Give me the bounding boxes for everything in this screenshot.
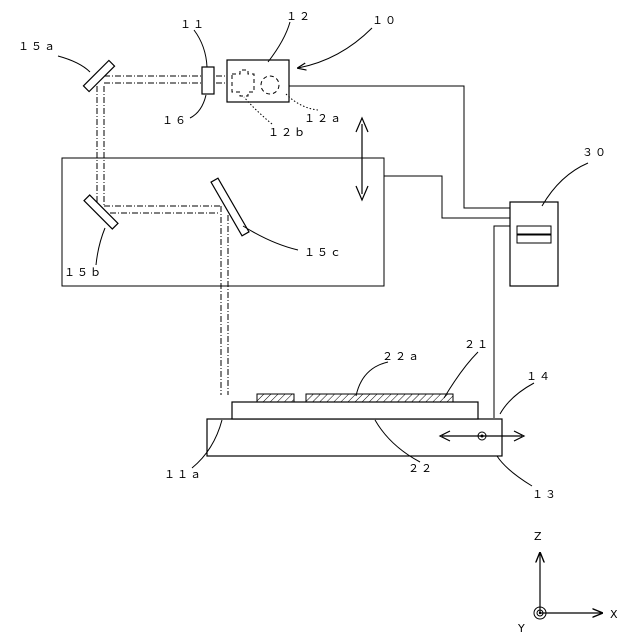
z-movement-arrow (356, 118, 368, 200)
label-12a: １２ａ (304, 112, 343, 125)
label-14: １４ (526, 370, 552, 383)
stage-base-13 (207, 419, 502, 456)
label-16: １６ (162, 114, 188, 127)
label-22: ２２ (408, 462, 434, 475)
label-15c: １５ｃ (304, 246, 343, 259)
mirror-15c (211, 178, 249, 236)
label-12: １２ (286, 10, 312, 23)
stage-top-22 (232, 402, 478, 419)
axis-z-label: Z (534, 530, 544, 543)
controller-30 (510, 202, 558, 286)
mirror-15b (84, 195, 118, 229)
film-pattern-22a (257, 394, 453, 402)
label-12b: １２ｂ (268, 126, 307, 139)
label-13: １３ (532, 488, 558, 501)
axis-y-label: Y (517, 622, 527, 635)
label-22a: ２２ａ (382, 350, 421, 363)
label-11: １１ (180, 18, 206, 31)
label-21: ２１ (464, 338, 490, 351)
label-15a: １５ａ (18, 40, 57, 53)
label-10: １０ (372, 14, 398, 27)
axis-x-label: X (610, 608, 620, 621)
coordinate-axes: Z X Y (517, 530, 620, 635)
unit-10-arrow (298, 28, 372, 68)
label-11a: １１ａ (164, 468, 203, 481)
label-30: ３０ (582, 146, 608, 159)
shutter-16 (202, 67, 214, 94)
laser-oscillator-12 (227, 60, 289, 102)
label-15b: １５ｂ (64, 266, 103, 279)
